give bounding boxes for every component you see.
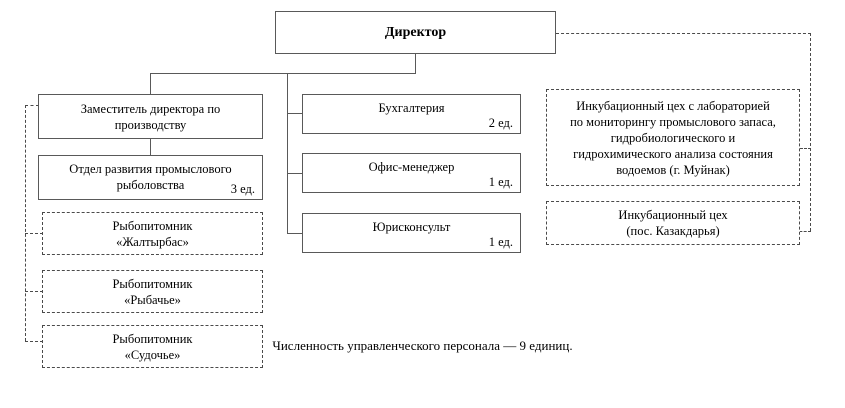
node-deputy-director[interactable]: Заместитель директора по производству [38, 94, 263, 139]
node-fishery-development-department-label: Отдел развития промыслового рыболовства [69, 162, 232, 192]
node-deputy-director-label: Заместитель директора по производству [80, 101, 221, 132]
node-nursery-zhaltyrbas[interactable]: Рыбопитомник «Жалтырбас» [42, 212, 263, 255]
node-legal-counsel-label: Юрисконсульт [372, 220, 451, 234]
node-nursery-zhaltyrbas-line1: Рыбопитомник [112, 218, 193, 233]
node-accounting[interactable]: Бухгалтерия 2 ед. [302, 94, 521, 134]
connector-director-stem [415, 54, 417, 73]
node-hatchery-with-laboratory-line1: Инкубационный цех с лабораторией [576, 98, 770, 113]
connector-deputy-to-dept [150, 139, 152, 155]
node-nursery-rybachye[interactable]: Рыбопитомник «Рыбачье» [42, 270, 263, 313]
connector-dashed-right-spine [810, 33, 811, 231]
management-headcount-caption: Численность управленческого персонала — … [272, 338, 573, 353]
node-hatchery-with-laboratory-line4: гидрохимического анализа состояния [573, 146, 773, 161]
node-hatchery-with-laboratory-line5: водоемов (г. Муйнак) [616, 162, 730, 177]
connector-main-bus-left [150, 73, 288, 75]
connector-stub-accounting [287, 113, 303, 115]
connector-dashed-director-right [556, 33, 811, 34]
connector-middle-spine [287, 73, 289, 234]
node-office-manager-label: Офис-менеджер [368, 160, 455, 174]
node-nursery-sudochye[interactable]: Рыбопитомник «Судочье» [42, 325, 263, 368]
node-office-manager[interactable]: Офис-менеджер 1 ед. [302, 153, 521, 193]
node-hatchery-with-laboratory[interactable]: Инкубационный цех с лабораторией по мони… [546, 89, 800, 186]
node-hatchery-kazakdarya-line2: (пос. Казакдарья) [626, 224, 720, 238]
node-fishery-development-department[interactable]: Отдел развития промыслового рыболовства … [38, 155, 263, 200]
node-nursery-rybachye-line1: Рыбопитомник [112, 276, 193, 291]
node-accounting-count: 2 ед. [488, 116, 513, 130]
node-director-label: Директор [384, 24, 447, 40]
node-hatchery-kazakdarya-line1: Инкубационный цех [618, 208, 728, 222]
connector-dashed-hatchery-kazakdarya [795, 231, 811, 232]
connector-dashed-left-spine [25, 105, 26, 341]
node-hatchery-with-laboratory-line2: по мониторингу промыслового запаса, [570, 114, 776, 129]
node-nursery-sudochye-line2: «Судочье» [124, 347, 181, 362]
node-office-manager-count: 1 ед. [488, 175, 513, 189]
connector-main-bus-right [287, 73, 416, 75]
node-fishery-development-department-count: 3 ед. [230, 182, 255, 196]
node-hatchery-with-laboratory-line3: гидробиологического и [610, 130, 736, 145]
node-legal-counsel[interactable]: Юрисконсульт 1 ед. [302, 213, 521, 253]
node-nursery-rybachye-line2: «Рыбачье» [124, 292, 181, 307]
node-hatchery-kazakdarya[interactable]: Инкубационный цех (пос. Казакдарья) [546, 201, 800, 245]
connector-dashed-deputy-tap [25, 105, 39, 106]
connector-stub-office-manager [287, 173, 303, 175]
node-accounting-label: Бухгалтерия [378, 101, 445, 115]
connector-dashed-nursery-1 [25, 233, 43, 234]
node-legal-counsel-count: 1 ед. [488, 235, 513, 249]
connector-dashed-nursery-3 [25, 341, 43, 342]
node-director[interactable]: Директор [275, 11, 556, 54]
connector-dashed-nursery-2 [25, 291, 43, 292]
connector-dashed-hatchery-lab [800, 148, 811, 149]
connector-deputy-stem [150, 73, 152, 94]
node-nursery-zhaltyrbas-line2: «Жалтырбас» [116, 234, 189, 249]
node-nursery-sudochye-line1: Рыбопитомник [112, 331, 193, 346]
connector-stub-legal-counsel [287, 233, 303, 235]
